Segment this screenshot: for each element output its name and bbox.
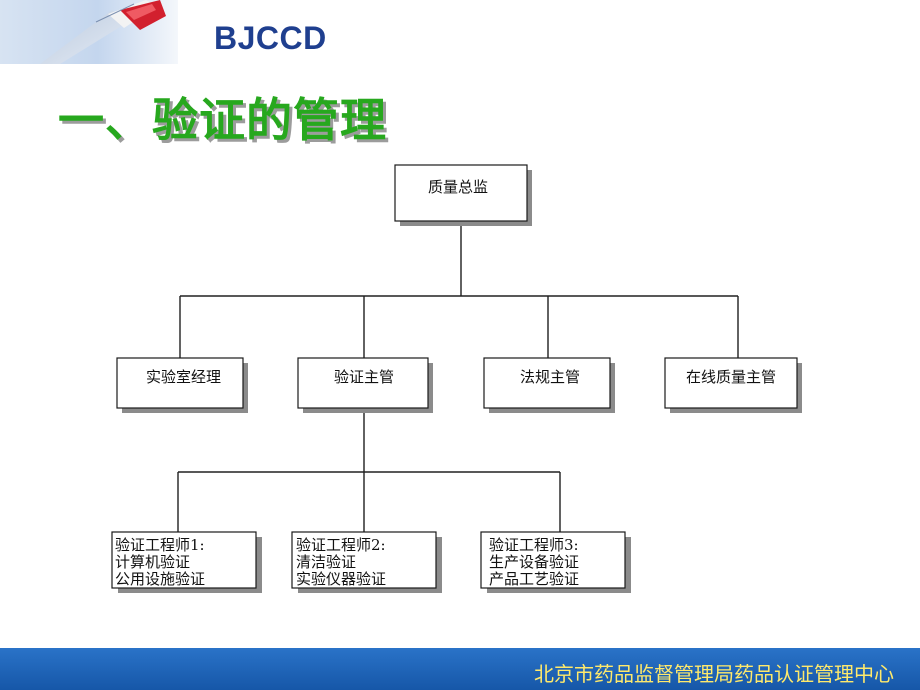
node-engineer-1: 验证工程师1: 计算机验证 公用设施验证 [111,531,262,593]
connector-lines [177,222,739,532]
node-manager-validation: 验证主管 [297,357,433,413]
node-engineer-3: 验证工程师3: 生产设备验证 产品工艺验证 [480,531,631,593]
node-manager-validation-label: 验证主管 [334,368,394,386]
org-chart: 质量总监 实验室经理 验证主管 法规主管 在线质量主管 验证工程师1: [111,164,802,593]
footer-organization-name: 北京市药品监督管理局药品认证管理中心 [534,662,894,686]
node-engineer-2: 验证工程师2: 清洁验证 实验仪器验证 [291,531,442,593]
brand-logo-text: BJCCD [214,20,327,56]
page-title: 一、验证的管理 [58,93,387,147]
node-engineer-1-line-1: 验证工程师1: [115,536,205,554]
node-engineer-1-line-3: 公用设施验证 [115,570,205,588]
node-engineer-2-line-3: 实验仪器验证 [296,570,386,588]
node-engineer-3-box [480,531,626,589]
node-engineer-3-line-2: 生产设备验证 [489,553,579,571]
node-manager-regulatory-label: 法规主管 [520,368,580,386]
node-manager-online-qa: 在线质量主管 [664,357,802,413]
node-engineer-2-line-2: 清洁验证 [296,553,356,571]
node-manager-lab: 实验室经理 [116,357,248,413]
node-engineer-3-line-3: 产品工艺验证 [489,570,579,588]
node-manager-online-qa-box [664,357,798,409]
node-manager-lab-label: 实验室经理 [146,368,221,386]
node-root-label: 质量总监 [428,178,488,196]
node-engineer-2-line-1: 验证工程师2: [296,536,386,554]
node-manager-validation-box [297,357,429,409]
node-engineer-1-line-2: 计算机验证 [115,553,190,571]
node-manager-regulatory-box [483,357,611,409]
node-engineer-2-box [291,531,437,589]
node-root: 质量总监 [394,164,532,226]
node-root-box [394,164,528,222]
node-manager-regulatory: 法规主管 [483,357,615,413]
node-engineer-1-box [111,531,257,589]
node-engineer-3-line-1: 验证工程师3: [489,536,579,554]
footer-bar: 北京市药品监督管理局药品认证管理中心 [0,648,920,690]
node-manager-lab-box [116,357,244,409]
node-manager-online-qa-label: 在线质量主管 [686,368,776,386]
pen-tip-graphic-icon [0,0,178,64]
